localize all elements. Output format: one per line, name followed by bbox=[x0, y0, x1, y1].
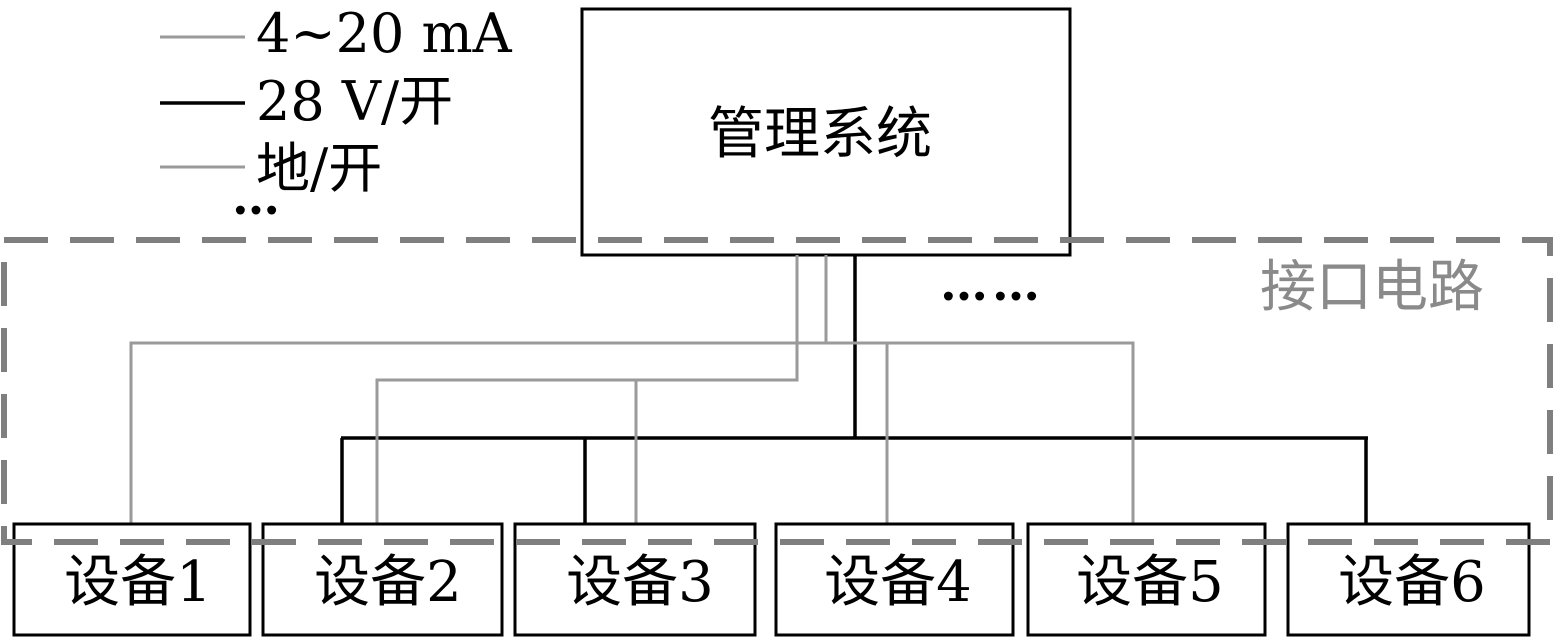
legend-label-4-20ma: 4~20 mA bbox=[256, 2, 513, 65]
wire-gray-a-right bbox=[826, 341, 1135, 525]
devices: 设备1 设备2 设备3 设备4 设备5 设备6 bbox=[12, 522, 1531, 637]
wire-gray-b bbox=[375, 255, 799, 525]
wires bbox=[129, 255, 1368, 525]
interface-boundary: 接口电路 bbox=[1, 237, 1553, 545]
legend-label-ground: 地/开 bbox=[256, 137, 382, 200]
management-system-label: 管理系统 bbox=[708, 102, 932, 167]
interface-boundary-label: 接口电路 bbox=[1260, 255, 1484, 320]
legend: 4~20 mA 28 V/开 地/开 … bbox=[160, 2, 513, 226]
legend-more: … bbox=[232, 170, 284, 226]
wire-gray-a bbox=[129, 255, 828, 525]
management-system: 管理系统 bbox=[580, 7, 1072, 257]
device-label: 设备5 bbox=[1076, 550, 1224, 615]
device-label: 设备3 bbox=[566, 550, 714, 615]
device-label: 设备4 bbox=[824, 550, 972, 615]
device-2: 设备2 bbox=[261, 522, 504, 637]
legend-label-28v: 28 V/开 bbox=[256, 70, 453, 133]
device-label: 设备2 bbox=[314, 550, 462, 615]
more-connections: …… bbox=[940, 256, 1044, 312]
device-label: 设备1 bbox=[64, 550, 212, 615]
device-label: 设备6 bbox=[1338, 550, 1486, 615]
